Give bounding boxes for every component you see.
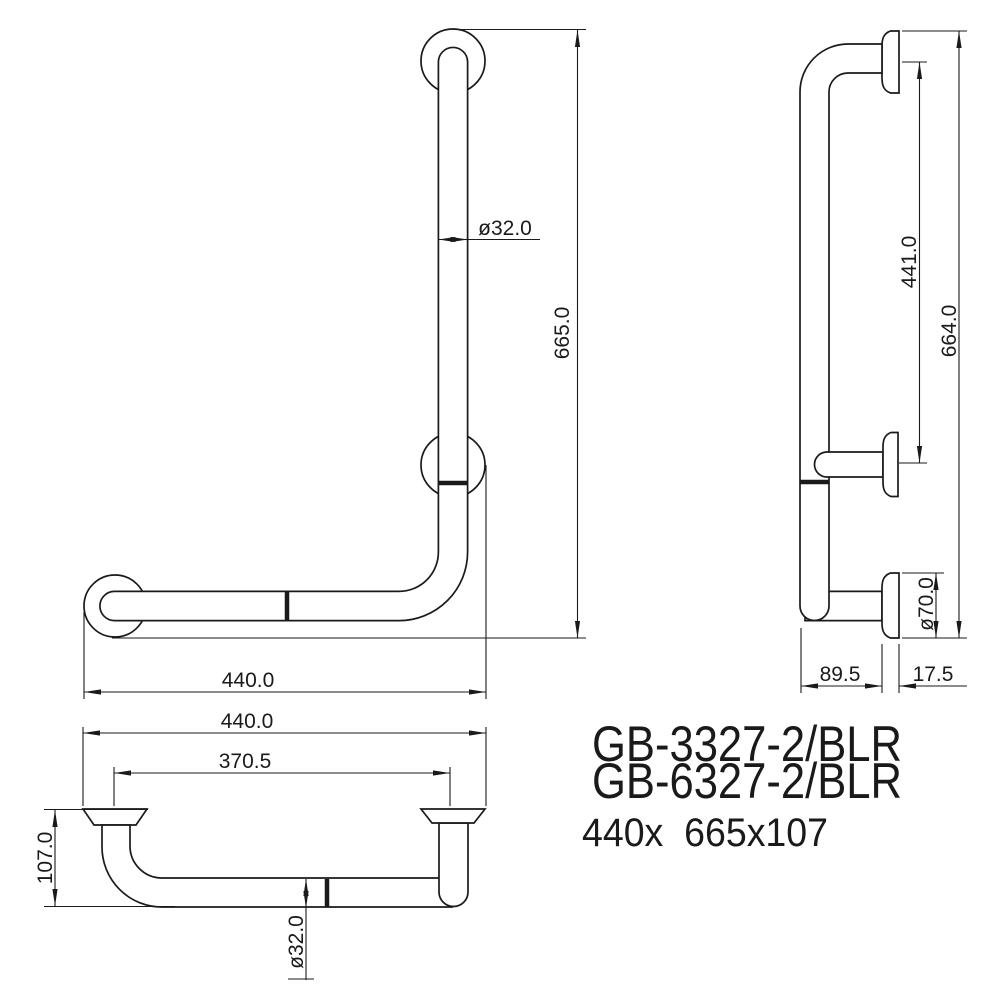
- side-bottom-flange: [881, 572, 900, 639]
- product-size: 440x 665x107: [582, 811, 828, 855]
- dim-side-overall-height: 664.0: [938, 305, 961, 358]
- dim-bottom-wall-offset: 107.0: [34, 832, 57, 885]
- side-top-flange: [881, 30, 900, 94]
- bottom-right-tube: [438, 822, 469, 908]
- front-tube-body: [99, 46, 469, 622]
- side-mid-flange: [882, 431, 899, 498]
- dim-side-flange-diameter: ø70.0: [915, 577, 938, 631]
- bottom-view: 440.0 370.5 107.0 ø32.0: [34, 710, 487, 980]
- model-number-1: GB-3327-2/BLR: [592, 716, 902, 772]
- dim-bottom-tube-diameter: ø32.0: [285, 915, 308, 969]
- dim-side-flange-depth: 17.5: [913, 663, 954, 686]
- dim-bottom-overall-width: 440.0: [221, 710, 274, 733]
- bottom-left-flange: [81, 808, 149, 826]
- title-block: GB-3327-2/BLR GB-6327-2/BLR 440x 665x107: [582, 716, 902, 855]
- bottom-tube-run: [101, 824, 453, 908]
- side-view: 664.0 441.0 ø70.0 89.5 17.5: [799, 30, 967, 693]
- front-view: 665.0 ø32.0 440.0: [83, 28, 586, 699]
- dim-bottom-mount-span: 370.5: [219, 750, 272, 773]
- dim-front-width: 440.0: [222, 669, 275, 692]
- side-mid-bracket-arm: [813, 451, 884, 478]
- dim-front-tube-diameter: ø32.0: [478, 217, 532, 240]
- dim-side-mount-span: 441.0: [898, 236, 921, 289]
- bottom-right-flange: [419, 808, 487, 824]
- dim-side-wall-to-tube: 89.5: [820, 663, 861, 686]
- model-number-2: GB-6327-2/BLR: [592, 753, 902, 809]
- side-tube-body: [799, 43, 883, 622]
- dim-front-height: 665.0: [551, 307, 574, 360]
